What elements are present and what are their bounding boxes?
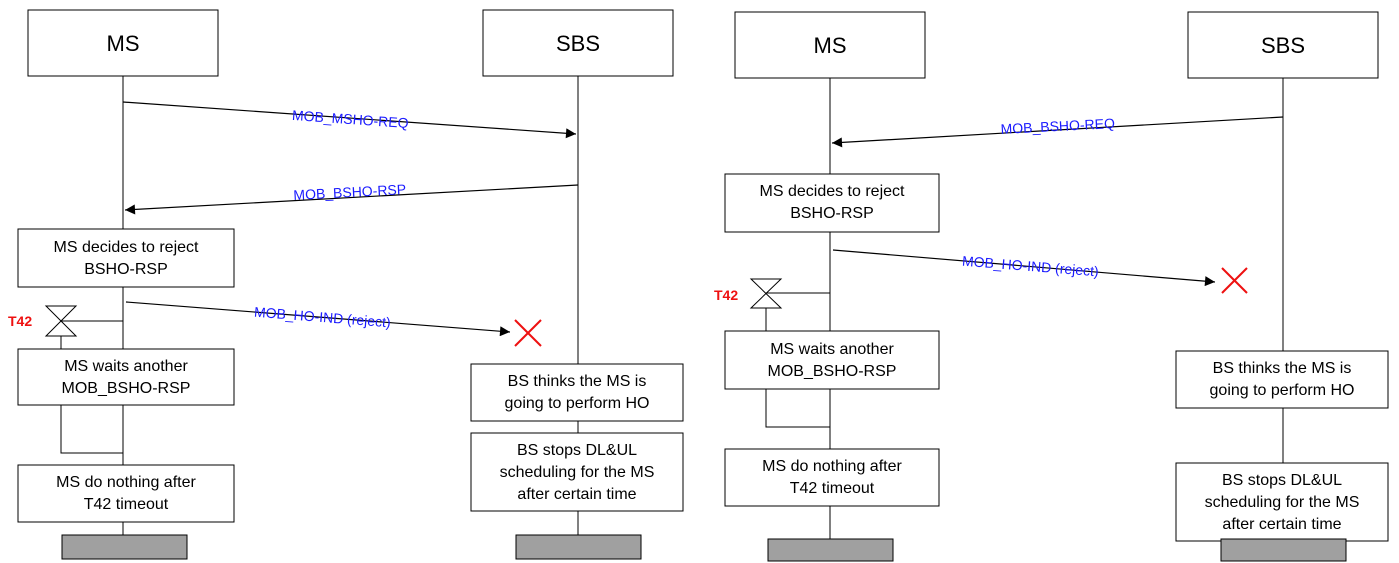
left-msho-req-arrow: [122, 101, 577, 139]
right-bsho-req-label: MOB_BSHO-REQ: [1000, 115, 1115, 137]
left-ms-entity-label: MS: [107, 31, 140, 56]
right-bs-thinks-line1: BS thinks the MS is: [1213, 360, 1352, 377]
right-lost-message-icon: [1221, 267, 1248, 294]
right-bsho-req-arrow: [831, 116, 1284, 148]
right-ms-entity-label: MS: [814, 33, 847, 58]
right-bs-stops-line3: after certain time: [1222, 516, 1341, 533]
left-bs-stops-note-box: [470, 432, 684, 512]
right-sbs-entity-box: [1187, 11, 1379, 79]
right-sbs-end-bar: [1220, 538, 1347, 562]
left-bs-stops-line2: scheduling for the MS: [500, 464, 655, 481]
left-bs-thinks-line1: BS thinks the MS is: [508, 373, 647, 390]
left-diagram: MS SBS MOB_MSHO-REQ MOB_BSHO-RSP MS deci…: [8, 9, 684, 560]
right-bs-stops-note-box: [1175, 462, 1389, 542]
right-sbs-entity-label: SBS: [1261, 33, 1305, 58]
left-wait-note-line1: MS waits another: [64, 358, 188, 375]
left-ho-ind-label: MOB_HO-IND (reject): [254, 304, 392, 331]
left-reject-note-box: [17, 228, 235, 288]
right-ho-ind-arrow: [832, 249, 1216, 287]
right-reject-note-line1: MS decides to reject: [760, 183, 906, 200]
right-timer-loop: [765, 389, 830, 428]
left-bs-stops-line1: BS stops DL&UL: [517, 442, 637, 459]
left-nothing-note-line2: T42 timeout: [84, 496, 169, 513]
right-t42-timer-icon: [749, 278, 830, 331]
left-nothing-note-line1: MS do nothing after: [56, 474, 196, 491]
left-nothing-note-box: [17, 464, 235, 523]
left-timer-loop: [60, 405, 123, 454]
right-wait-note-line2: MOB_BSHO-RSP: [768, 363, 897, 380]
right-diagram: MS SBS MOB_BSHO-REQ MS decides to reject…: [714, 11, 1389, 562]
left-bs-thinks-line2: going to perform HO: [505, 395, 650, 412]
left-bs-stops-line3: after certain time: [517, 486, 636, 503]
left-t42-label: T42: [8, 313, 32, 329]
left-t42-timer-icon: [44, 305, 123, 349]
right-ms-entity-box: [734, 11, 926, 79]
left-ms-end-bar: [61, 534, 188, 560]
left-lost-message-icon: [514, 319, 542, 347]
right-nothing-note-line2: T42 timeout: [790, 480, 875, 497]
right-t42-label: T42: [714, 287, 738, 303]
left-bsho-rsp-arrow: [124, 184, 579, 215]
right-nothing-note-line1: MS do nothing after: [762, 458, 902, 475]
right-wait-note-box: [724, 330, 940, 390]
right-bs-stops-line1: BS stops DL&UL: [1222, 472, 1342, 489]
right-bs-thinks-line2: going to perform HO: [1210, 382, 1355, 399]
left-sbs-end-bar: [515, 534, 642, 560]
right-wait-note-line1: MS waits another: [770, 341, 894, 358]
left-ho-ind-arrow: [125, 301, 511, 337]
right-ms-end-bar: [767, 538, 894, 562]
right-ho-ind-label: MOB_HO-IND (reject): [962, 253, 1100, 280]
left-reject-note-line2: BSHO-RSP: [84, 261, 168, 278]
right-nothing-note-box: [724, 448, 940, 507]
left-ms-entity-box: [27, 9, 219, 77]
left-bs-thinks-note-box: [470, 363, 684, 422]
right-bs-stops-line2: scheduling for the MS: [1205, 494, 1360, 511]
left-reject-note-line1: MS decides to reject: [54, 239, 200, 256]
right-reject-note-box: [724, 173, 940, 233]
left-wait-note-box: [17, 348, 235, 406]
left-msho-req-label: MOB_MSHO-REQ: [292, 107, 410, 131]
left-bsho-rsp-label: MOB_BSHO-RSP: [293, 181, 406, 203]
left-sbs-entity-box: [482, 9, 674, 77]
right-bs-thinks-note-box: [1175, 350, 1389, 409]
left-sbs-entity-label: SBS: [556, 31, 600, 56]
left-wait-note-line2: MOB_BSHO-RSP: [62, 380, 191, 397]
right-reject-note-line2: BSHO-RSP: [790, 205, 874, 222]
